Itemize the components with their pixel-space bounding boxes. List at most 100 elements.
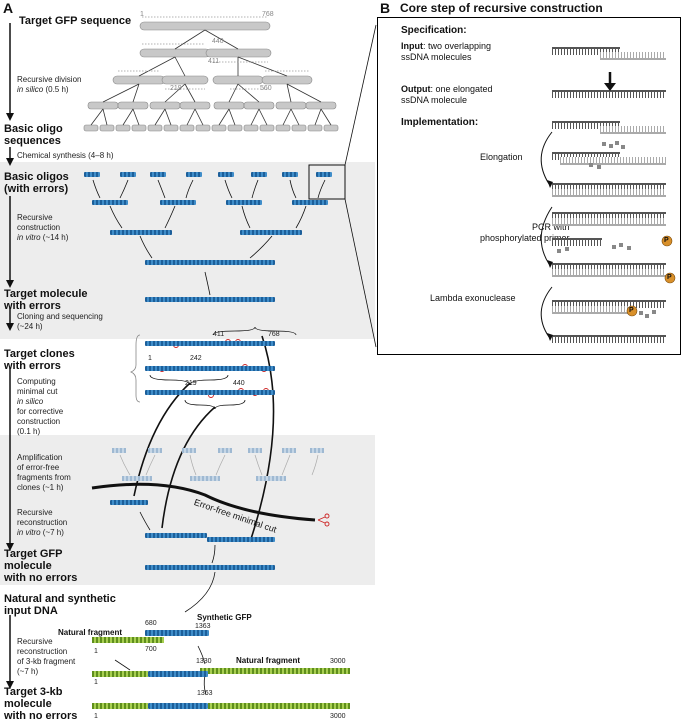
step-elongation: Elongation — [480, 152, 523, 162]
num-clone-1: 1 — [148, 355, 152, 362]
num-1330: 1330 — [196, 658, 212, 665]
num-clone-219: 219 — [185, 380, 197, 387]
error-free-fragment — [110, 500, 148, 505]
num-440: 440 — [212, 38, 224, 45]
panel-b-box — [377, 17, 681, 355]
label-natural-fragment-2: Natural fragment — [236, 656, 301, 665]
pcr-out-1 — [552, 263, 666, 271]
step-cloning: Cloning and sequencing(~24 h) — [17, 312, 103, 331]
num-1-top: 1 — [140, 11, 144, 18]
oligo-quad — [240, 230, 302, 235]
num-clone-242: 242 — [190, 355, 202, 362]
lambda-strand-1 — [552, 300, 666, 308]
faded-oligo — [112, 448, 126, 453]
oligo — [84, 172, 100, 177]
half-molecule — [145, 260, 275, 265]
oligo — [316, 172, 332, 177]
clone-1 — [145, 341, 275, 346]
num-3000-final: 3000 — [330, 713, 346, 720]
error-free-half — [145, 533, 207, 538]
num-560: 560 — [260, 85, 272, 92]
num-1-mid: 1 — [94, 679, 98, 686]
final-synthetic — [148, 703, 208, 709]
num-1363-final: 1363 — [197, 690, 213, 697]
oligo-pair — [92, 200, 128, 205]
faded-oligo — [248, 448, 262, 453]
phosphate-mark: P — [664, 237, 669, 244]
oligo-quad — [110, 230, 172, 235]
faded-oligo — [310, 448, 324, 453]
input-strand-1 — [552, 47, 620, 55]
synthetic-gfp-strand — [145, 630, 209, 636]
head-basic-oligos: Basic oligos(with errors) — [4, 171, 69, 195]
natural-part — [92, 671, 148, 677]
faded-oligo-pair — [190, 476, 220, 481]
faded-oligo — [218, 448, 232, 453]
oligo-pair — [160, 200, 196, 205]
oligo — [186, 172, 202, 177]
num-1-final: 1 — [94, 713, 98, 720]
oligo — [150, 172, 166, 177]
target-gfp-no-errors — [145, 565, 275, 570]
num-3000: 3000 — [330, 658, 346, 665]
panel-b-arrows — [540, 72, 676, 341]
label-synthetic-gfp: Synthetic GFP — [197, 613, 252, 622]
clone-2 — [145, 366, 275, 371]
oligo — [251, 172, 267, 177]
clone-3 — [145, 390, 275, 395]
panel-a-letter: A — [3, 0, 14, 16]
oligo — [282, 172, 298, 177]
panel-b-title: Core step of recursive construction — [400, 1, 603, 15]
lambda-out — [552, 335, 666, 343]
elong-strand-2 — [600, 126, 666, 134]
pcr-out-2 — [552, 269, 666, 277]
num-clone-411: 411 — [213, 331, 225, 338]
num-680: 680 — [145, 620, 157, 627]
elong-out-1 — [552, 183, 666, 191]
label-natural-fragment-1: Natural fragment — [58, 628, 123, 637]
elong-mid-2 — [560, 157, 666, 165]
num-1-nat: 1 — [94, 648, 98, 655]
num-768-top: 768 — [262, 11, 274, 18]
faded-oligo-pair — [256, 476, 286, 481]
phosphate-mark: P — [629, 307, 634, 314]
elong-out-2 — [552, 189, 666, 197]
band-basic-oligos — [0, 162, 375, 339]
num-clone-440: 440 — [233, 380, 245, 387]
final-natural-2 — [208, 703, 350, 709]
num-clone-768: 768 — [268, 331, 280, 338]
num-411: 411 — [208, 58, 220, 65]
natural-fragment-strand-2 — [200, 668, 350, 674]
faded-oligo — [282, 448, 296, 453]
oligo — [218, 172, 234, 177]
pcr-strand-1 — [552, 212, 666, 220]
target-molecule-errors — [145, 297, 275, 302]
step-lambda: Lambda exonuclease — [430, 293, 516, 303]
panel-b-letter: B — [380, 0, 391, 16]
synthetic-part — [148, 671, 208, 677]
oligo — [120, 172, 136, 177]
lambda-strand-2 — [552, 306, 632, 314]
faded-oligo — [148, 448, 162, 453]
num-700: 700 — [145, 646, 157, 653]
oligo-pair — [292, 200, 328, 205]
input-strand-2 — [600, 52, 666, 60]
pcr-strand-2 — [552, 218, 666, 226]
final-natural-1 — [92, 703, 148, 709]
num-1363: 1363 — [195, 623, 211, 630]
pcr-mid-1 — [552, 238, 602, 246]
band-reconstruction — [0, 435, 375, 585]
natural-fragment-strand-1 — [92, 637, 164, 643]
